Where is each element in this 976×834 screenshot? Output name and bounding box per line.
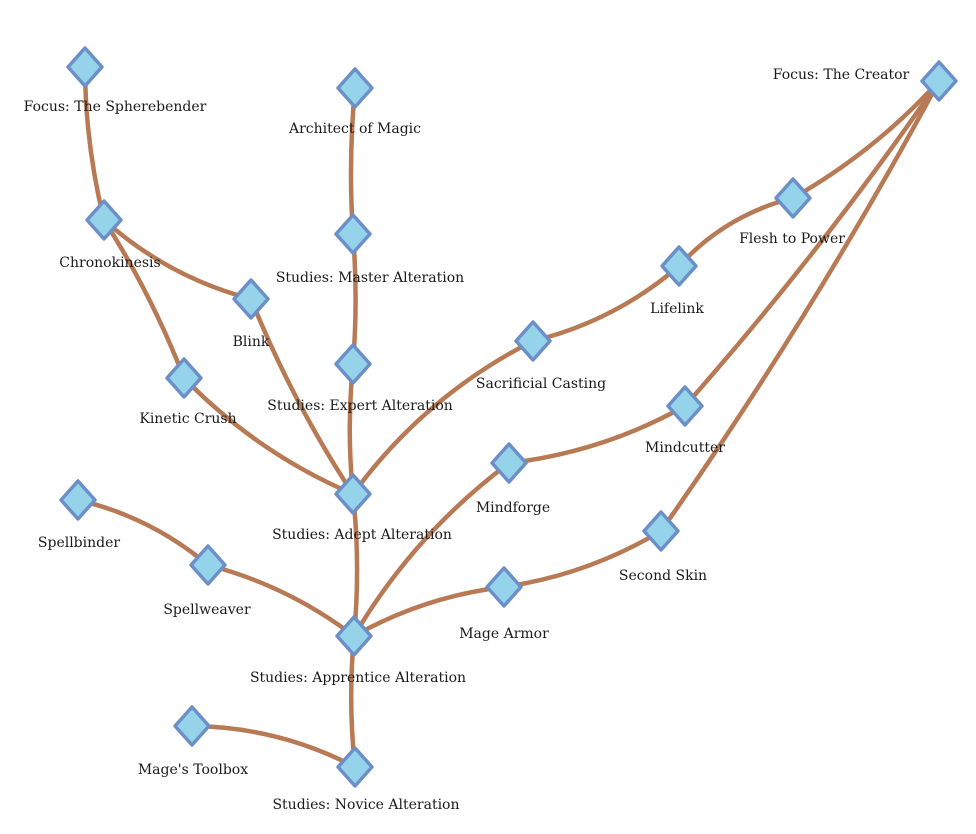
talent-node-kinetic-crush[interactable]: Kinetic Crush: [139, 357, 237, 427]
link-spellbinder-to-spellweaver: [75, 497, 211, 568]
link-chronokinesis-to-blink: [101, 217, 254, 302]
blink-label: Blink: [233, 334, 270, 350]
link-flesh-to-power-to-focus-creator: [790, 78, 942, 201]
link-second-skin-to-focus-creator: [658, 78, 942, 534]
focus-creator-label: Focus: The Creator: [773, 67, 910, 83]
talent-node-focus-creator[interactable]: Focus: The Creator: [773, 60, 958, 102]
architect-of-magic-label: Architect of Magic: [288, 121, 421, 137]
mages-toolbox-diamond-icon[interactable]: [173, 705, 211, 747]
talent-node-mindforge[interactable]: Mindforge: [476, 442, 550, 516]
studies-master-diamond-icon[interactable]: [334, 213, 372, 255]
flesh-to-power-label: Flesh to Power: [739, 231, 845, 247]
talent-node-second-skin[interactable]: Second Skin: [619, 510, 707, 584]
link-mage-armor-to-second-skin: [501, 528, 664, 590]
studies-expert-diamond-icon[interactable]: [334, 343, 372, 385]
architect-of-magic-diamond-icon[interactable]: [336, 67, 374, 109]
blink-diamond-icon[interactable]: [232, 278, 270, 320]
sacrificial-casting-diamond-icon[interactable]: [514, 320, 552, 362]
link-mindforge-to-mindcutter: [506, 403, 688, 466]
second-skin-diamond-icon[interactable]: [642, 510, 680, 552]
link-focus-spherebender-to-chronokinesis: [82, 64, 107, 223]
talent-node-lifelink[interactable]: Lifelink: [650, 245, 704, 317]
talent-nodes: Focus: The SpherebenderChronokinesisBlin…: [24, 46, 958, 813]
kinetic-crush-diamond-icon[interactable]: [165, 357, 203, 399]
link-studies-apprentice-to-mindforge: [351, 460, 512, 639]
focus-spherebender-diamond-icon[interactable]: [66, 46, 104, 88]
studies-master-label: Studies: Master Alteration: [276, 270, 464, 286]
link-blink-to-studies-adept: [248, 296, 356, 497]
talent-node-focus-spherebender[interactable]: Focus: The Spherebender: [24, 46, 207, 115]
spellweaver-diamond-icon[interactable]: [189, 544, 227, 586]
link-kinetic-crush-to-studies-adept: [181, 375, 356, 497]
talent-node-studies-apprentice[interactable]: Studies: Apprentice Alteration: [250, 615, 466, 686]
talent-node-studies-adept[interactable]: Studies: Adept Alteration: [272, 473, 452, 543]
lifelink-label: Lifelink: [650, 301, 704, 317]
mindcutter-diamond-icon[interactable]: [666, 385, 704, 427]
second-skin-label: Second Skin: [619, 568, 707, 584]
studies-adept-label: Studies: Adept Alteration: [272, 527, 452, 543]
link-studies-adept-to-sacrificial-casting: [350, 338, 536, 497]
focus-creator-diamond-icon[interactable]: [920, 60, 958, 102]
lifelink-diamond-icon[interactable]: [660, 245, 698, 287]
kinetic-crush-label: Kinetic Crush: [139, 411, 236, 427]
focus-spherebender-label: Focus: The Spherebender: [24, 99, 207, 115]
mindcutter-label: Mindcutter: [645, 440, 725, 456]
flesh-to-power-diamond-icon[interactable]: [774, 177, 812, 219]
mage-armor-label: Mage Armor: [459, 626, 549, 642]
talent-node-architect-of-magic[interactable]: Architect of Magic: [288, 67, 421, 137]
link-sacrificial-casting-to-lifelink: [530, 263, 682, 344]
talent-node-flesh-to-power[interactable]: Flesh to Power: [739, 177, 845, 247]
spellbinder-label: Spellbinder: [38, 535, 120, 551]
spellbinder-diamond-icon[interactable]: [59, 479, 97, 521]
link-architect-of-magic-to-studies-master: [348, 85, 358, 237]
chronokinesis-label: Chronokinesis: [59, 255, 160, 271]
talent-node-sacrificial-casting[interactable]: Sacrificial Casting: [476, 320, 606, 392]
talent-node-studies-expert[interactable]: Studies: Expert Alteration: [267, 343, 453, 414]
talent-node-spellweaver[interactable]: Spellweaver: [163, 544, 251, 618]
mage-armor-diamond-icon[interactable]: [485, 566, 523, 608]
chronokinesis-diamond-icon[interactable]: [85, 199, 123, 241]
link-chronokinesis-to-kinetic-crush: [101, 217, 187, 381]
talent-node-spellbinder[interactable]: Spellbinder: [38, 479, 120, 551]
talent-node-studies-novice[interactable]: Studies: Novice Alteration: [272, 746, 460, 813]
mindforge-label: Mindforge: [476, 500, 550, 516]
link-studies-apprentice-to-mage-armor: [351, 584, 507, 639]
mindforge-diamond-icon[interactable]: [490, 442, 528, 484]
link-spellweaver-to-studies-apprentice: [205, 562, 357, 639]
studies-novice-diamond-icon[interactable]: [336, 746, 374, 788]
mages-toolbox-label: Mage's Toolbox: [138, 762, 248, 778]
spellweaver-label: Spellweaver: [163, 602, 251, 618]
studies-apprentice-diamond-icon[interactable]: [335, 615, 373, 657]
sacrificial-casting-label: Sacrificial Casting: [476, 376, 606, 392]
studies-adept-diamond-icon[interactable]: [334, 473, 372, 515]
talent-node-mindcutter[interactable]: Mindcutter: [645, 385, 725, 456]
studies-expert-label: Studies: Expert Alteration: [267, 398, 453, 414]
talent-node-blink[interactable]: Blink: [232, 278, 270, 350]
talent-node-mages-toolbox[interactable]: Mage's Toolbox: [138, 705, 248, 778]
link-mages-toolbox-to-studies-novice: [189, 723, 358, 770]
talent-node-mage-armor[interactable]: Mage Armor: [459, 566, 549, 642]
talent-node-chronokinesis[interactable]: Chronokinesis: [59, 199, 161, 271]
studies-apprentice-label: Studies: Apprentice Alteration: [250, 670, 466, 686]
link-mindcutter-to-focus-creator: [682, 78, 942, 409]
link-studies-adept-to-studies-apprentice: [350, 491, 360, 639]
studies-novice-label: Studies: Novice Alteration: [272, 797, 459, 813]
talent-node-studies-master[interactable]: Studies: Master Alteration: [276, 213, 464, 286]
